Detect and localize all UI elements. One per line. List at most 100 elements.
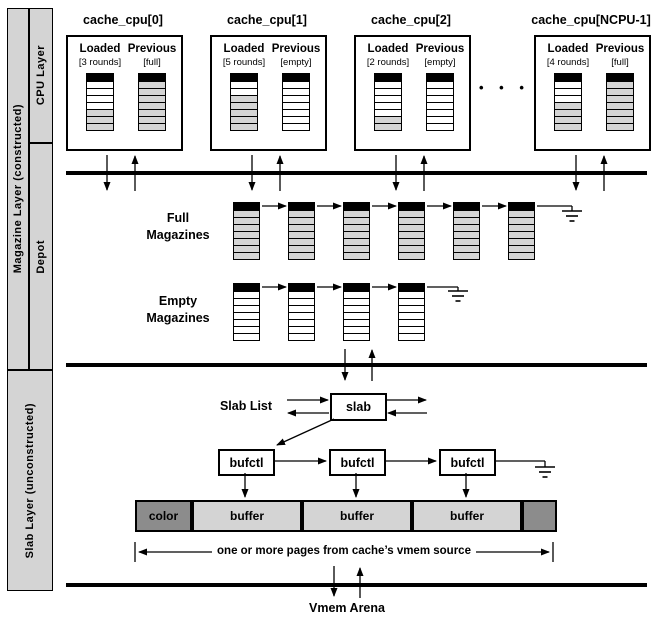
magazine-round-slot (234, 305, 259, 312)
magazine-round-slot (87, 123, 113, 130)
full-chain-ground-icon (562, 210, 582, 222)
bufctl-chain-arrows (273, 457, 546, 467)
magazine-round-slot (607, 123, 633, 130)
magazine-stack (282, 73, 310, 131)
magazine-round-slot (234, 245, 259, 252)
magazine-round-slot (427, 116, 453, 123)
magazine-round-slot (139, 81, 165, 88)
magazine-round-slot (234, 210, 259, 217)
magazine-round-slot (289, 298, 314, 305)
magazine-stack (230, 73, 258, 131)
magazine-round-slot (399, 319, 424, 326)
magazine-top-band (344, 284, 369, 291)
slab-layer-label: Slab Layer (unconstructed) (24, 402, 36, 559)
magazine-round-slot (139, 95, 165, 102)
magazine-round-slot (454, 231, 479, 238)
magazine-round-slot (399, 238, 424, 245)
previous-label: Previous (271, 43, 321, 55)
previous-label: Previous (595, 43, 645, 55)
magazine-round-slot (427, 123, 453, 130)
magazine-round-slot (344, 238, 369, 245)
vmem-arena-label: Vmem Arena (309, 601, 385, 615)
magazine-round-slot (87, 102, 113, 109)
cpu-depot-boundary-line (66, 171, 647, 175)
magazine-round-slot (344, 252, 369, 259)
magazine-round-slot (607, 81, 633, 88)
magazine-round-slot (454, 210, 479, 217)
magazine-top-band (289, 284, 314, 291)
loaded-state: [4 rounds] (546, 57, 590, 68)
magazine-round-slot (509, 245, 534, 252)
loaded-state: [5 rounds] (222, 57, 266, 68)
magazine-round-slot (454, 238, 479, 245)
empty-magazine-stack (398, 283, 425, 341)
magazine-round-slot (607, 95, 633, 102)
magazine-top-band (234, 284, 259, 291)
magazine-top-band (87, 74, 113, 81)
empty-magazines-label: Empty Magazines (146, 294, 210, 325)
magazine-round-slot (427, 81, 453, 88)
magazine-round-slot (375, 116, 401, 123)
magazine-round-slot (283, 81, 309, 88)
magazine-round-slot (234, 291, 259, 298)
magazine-round-slot (454, 252, 479, 259)
magazine-round-slot (344, 333, 369, 340)
previous-label: Previous (415, 43, 465, 55)
cache-cpu-1-title: cache_cpu[1] (227, 13, 307, 27)
magazine-round-slot (289, 238, 314, 245)
magazine-round-slot (289, 224, 314, 231)
magazine-round-slot (555, 88, 581, 95)
magazine-round-slot (87, 88, 113, 95)
magazine-top-band (234, 203, 259, 210)
full-magazine-stack (343, 202, 370, 260)
magazine-round-slot (344, 326, 369, 333)
magazine-round-slot (283, 109, 309, 116)
slab-vmem-boundary-line (66, 583, 647, 587)
magazine-round-slot (344, 312, 369, 319)
slab-to-bufctl-arrow (276, 418, 335, 446)
loaded-state: [2 rounds] (366, 57, 410, 68)
magazine-round-slot (231, 102, 257, 109)
magazine-round-slot (399, 298, 424, 305)
magazine-round-slot (399, 326, 424, 333)
magazine-round-slot (234, 312, 259, 319)
sidebar-magazine-layer: Magazine Layer (constructed) (7, 8, 29, 370)
bufctl-node: bufctl (218, 449, 275, 476)
magazine-round-slot (399, 231, 424, 238)
magazine-round-slot (231, 81, 257, 88)
magazine-round-slot (344, 231, 369, 238)
loaded-label: Loaded (367, 43, 409, 55)
bufctl-ground-icon (535, 466, 555, 478)
magazine-round-slot (234, 217, 259, 224)
magazine-round-slot (344, 217, 369, 224)
magazine-round-slot (231, 109, 257, 116)
magazine-round-slot (234, 238, 259, 245)
bufctl-node: bufctl (439, 449, 496, 476)
magazine-round-slot (607, 102, 633, 109)
magazine-round-slot (399, 217, 424, 224)
magazine-top-band (289, 203, 314, 210)
magazine-round-slot (139, 88, 165, 95)
magazine-top-band (344, 203, 369, 210)
pages-note-label: one or more pages from cache’s vmem sour… (217, 545, 471, 557)
loaded-state: [3 rounds] (78, 57, 122, 68)
magazine-stack (606, 73, 634, 131)
magazine-round-slot (399, 245, 424, 252)
magazine-round-slot (283, 95, 309, 102)
magazine-round-slot (87, 95, 113, 102)
magazine-round-slot (344, 224, 369, 231)
magazine-top-band (555, 74, 581, 81)
magazine-round-slot (555, 81, 581, 88)
magazine-layer-label: Magazine Layer (constructed) (12, 104, 24, 274)
magazine-round-slot (399, 224, 424, 231)
magazine-top-band (399, 284, 424, 291)
magazine-stack (86, 73, 114, 131)
sidebar-slab-layer: Slab Layer (unconstructed) (7, 370, 53, 591)
magazine-round-slot (555, 95, 581, 102)
color-segment: color (135, 500, 192, 532)
magazine-round-slot (234, 319, 259, 326)
magazine-top-band (454, 203, 479, 210)
bufctl-to-buffer-arrows (241, 473, 470, 498)
full-magazine-stack (508, 202, 535, 260)
magazine-round-slot (344, 305, 369, 312)
